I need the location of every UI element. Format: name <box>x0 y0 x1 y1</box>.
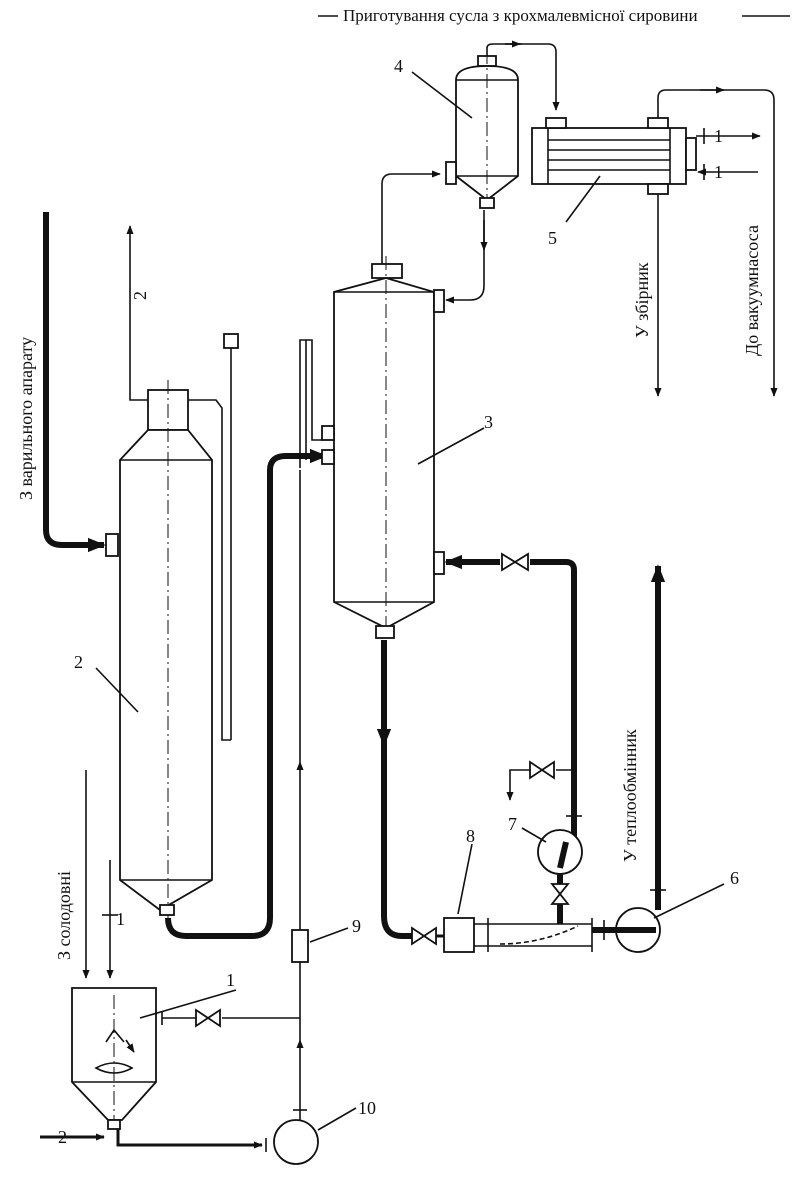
stream-mark-water-2a: 2 <box>130 291 150 300</box>
stream-mark-water-2b: 2 <box>58 1127 67 1147</box>
separator-3 <box>321 256 445 640</box>
pump-10 <box>273 1119 319 1165</box>
condenser-5 <box>531 117 697 195</box>
vessel-4 <box>445 50 519 210</box>
contact-heater-9 <box>291 929 309 963</box>
stream-mark-steam-1a: 1 <box>116 909 125 929</box>
label-to-vacuum-pump: До вакуумнасоса <box>742 225 762 356</box>
stream-mark-steam-1b: 1 <box>714 126 723 146</box>
unit-number-3: 3 <box>484 412 493 432</box>
stream-mark-steam-1c: 1 <box>714 162 723 182</box>
unit-number-1: 1 <box>226 970 235 990</box>
column-2 <box>105 380 213 920</box>
unit-number-7: 7 <box>508 814 517 834</box>
unit-number-9: 9 <box>352 916 361 936</box>
unit-number-2: 2 <box>74 652 83 672</box>
unit-number-5: 5 <box>548 228 557 248</box>
unit-number-8: 8 <box>466 826 475 846</box>
label-from-cooker: З варильного апарату <box>16 337 36 500</box>
label-from-malthouse: З солодовні <box>54 871 74 960</box>
unit-number-10: 10 <box>358 1098 376 1118</box>
unit-number-6: 6 <box>730 868 739 888</box>
heater-8 <box>443 917 593 953</box>
label-to-heat-exchanger: У теплообмінник <box>620 729 640 862</box>
mixer-1 <box>71 987 157 1130</box>
unit-number-4: 4 <box>394 56 403 76</box>
label-to-collector: У збірник <box>632 262 652 338</box>
page-header: Приготування сусла з крохмалевмісної сир… <box>343 6 698 25</box>
